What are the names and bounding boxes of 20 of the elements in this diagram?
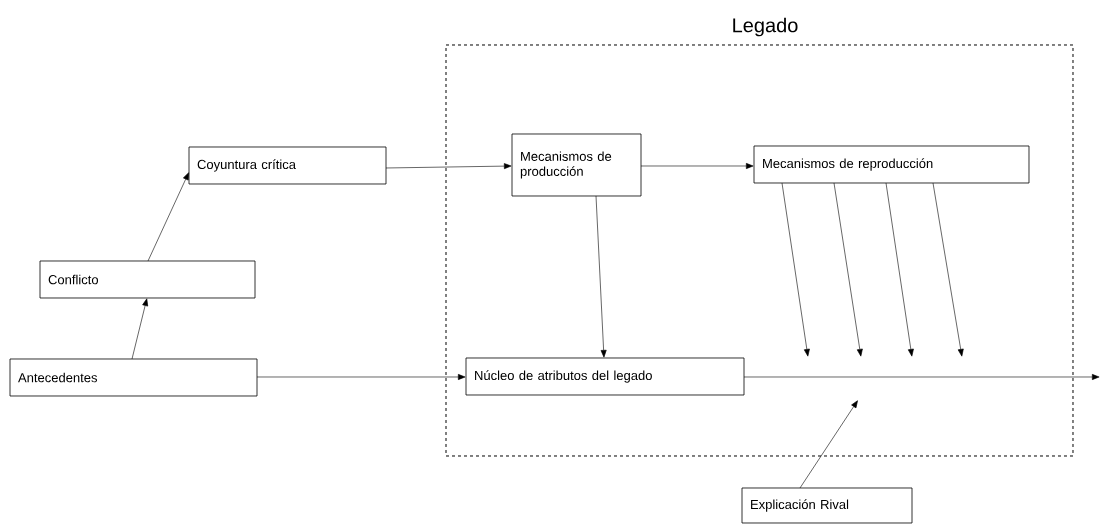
arrow bbox=[932, 182, 964, 357]
process-box: Explicación Rival bbox=[741, 487, 913, 524]
arrow bbox=[131, 298, 149, 360]
arrow bbox=[799, 400, 858, 489]
process-box: Núcleo de atributos del legado bbox=[465, 357, 745, 396]
process-box: Mecanismos de producción bbox=[511, 133, 642, 197]
arrow bbox=[595, 195, 607, 358]
process-box: Mecanismos de reproducción bbox=[753, 145, 1030, 184]
arrow bbox=[743, 374, 1100, 380]
process-box: Coyuntura crítica bbox=[188, 146, 387, 185]
arrow bbox=[781, 182, 810, 357]
arrow bbox=[385, 163, 512, 170]
frame-title: Legado bbox=[733, 17, 798, 37]
arrow bbox=[256, 374, 466, 380]
arrow bbox=[147, 172, 189, 262]
process-box: Antecedentes bbox=[9, 358, 258, 397]
arrow bbox=[885, 182, 914, 357]
process-box: Conflicto bbox=[39, 260, 256, 299]
arrow bbox=[640, 163, 754, 169]
arrow bbox=[833, 182, 863, 357]
